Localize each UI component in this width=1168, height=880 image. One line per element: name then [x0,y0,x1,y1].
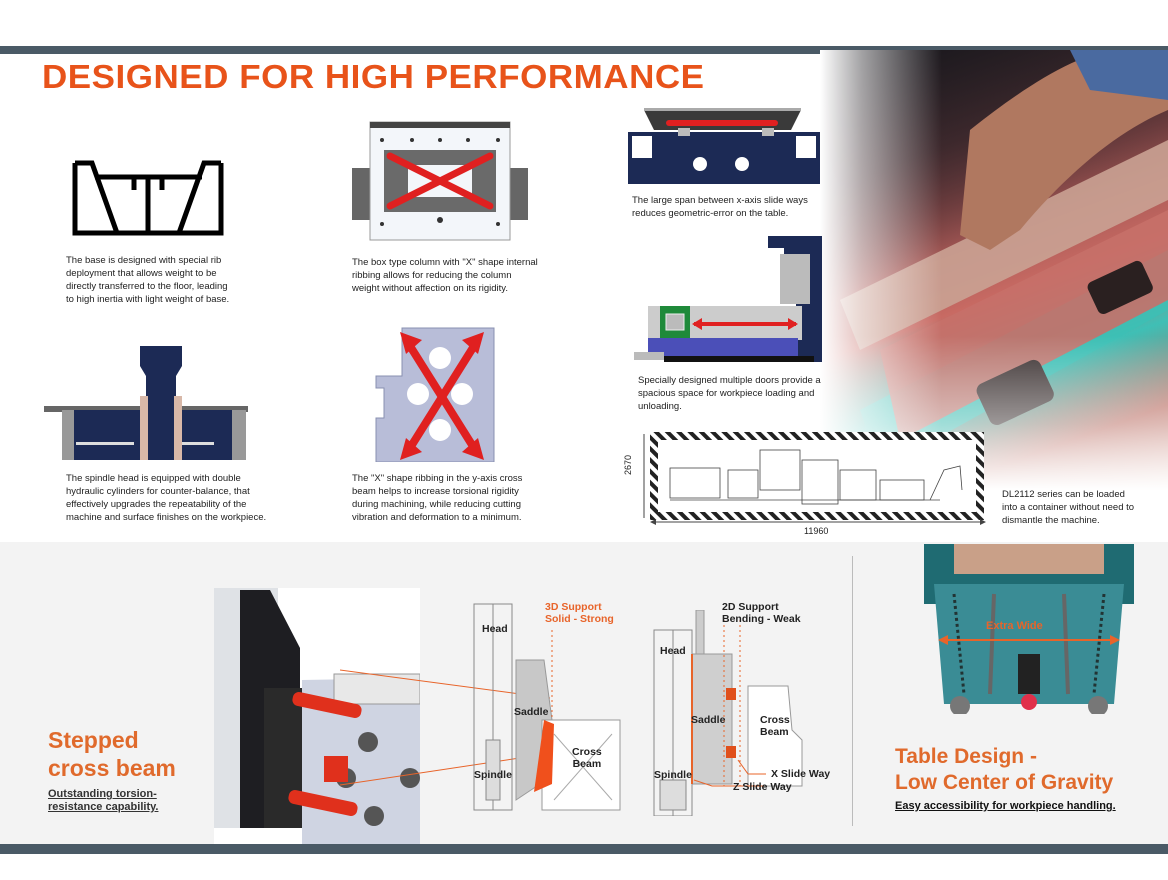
3d-spindle-label: Spindle [474,769,512,781]
title-line: cross beam [48,755,176,781]
label-line: Solid - Strong [545,613,614,625]
caption-line: effectively upgrades the repeatability o… [66,499,247,510]
3d-head-label: Head [482,623,508,635]
label-line: Beam [572,758,602,770]
caption-line: unloading. [638,401,682,412]
caption-line: beam helps to increase torsional rigidit… [352,486,519,497]
2d-cross-beam-label: Cross Beam [760,714,790,738]
label-line: Bending - Weak [722,613,801,625]
caption-line: to high inertia with light weight of bas… [66,294,230,305]
caption-line: directly transferred to the floor, leadi… [66,281,228,292]
label-line: Cross [760,714,790,726]
caption-line: weight without affection on its rigidity… [352,283,508,294]
caption-line: The "X" shape ribbing in the y-axis cros… [352,473,523,484]
bottom-border-bar [0,844,1168,854]
base-rib-diagram [72,160,224,236]
box-column-caption: The box type column with "X" shape inter… [352,256,572,295]
label-line: Beam [760,726,789,738]
extra-wide-label: Extra Wide [986,620,1043,632]
caption-line: The box type column with "X" shape inter… [352,257,538,268]
base-caption: The base is designed with special rib de… [66,254,296,306]
label-line: 2D Support [722,601,779,613]
stepped-beam-subtitle: Outstanding torsion- resistance capabili… [48,788,158,814]
3d-support-diagram [473,603,621,811]
container-diagram [643,432,984,520]
2d-saddle-label: Saddle [691,714,726,726]
container-caption: DL2112 series can be loaded into a conta… [1002,488,1162,527]
3d-saddle-label: Saddle [514,706,549,718]
table-design-subtitle: Easy accessibility for workpiece handlin… [895,800,1116,812]
y-axis-beam-caption: The "X" shape ribbing in the y-axis cros… [352,472,582,524]
section-divider [852,556,853,826]
x-axis-span-diagram [628,108,820,184]
subtitle-line: resistance capability. [48,801,159,813]
caption-line: deployment that allows weight to be [66,268,217,279]
top-border-bar [0,46,1168,54]
3d-support-label: 3D Support Solid - Strong [545,601,614,625]
y-axis-beam-diagram [375,327,495,462]
caption-line: spacious space for workpiece loading and [638,388,815,399]
container-height-label: 2670 [623,454,634,476]
2d-spindle-label: Spindle [654,769,692,781]
title-line: Table Design - [895,745,1037,768]
caption-line: hydraulic cylinders for counter-balance,… [66,486,250,497]
caption-line: The large span between x-axis slide ways [632,195,808,206]
2d-head-label: Head [660,645,686,657]
label-line: Cross [572,746,602,758]
caption-line: The spindle head is equipped with double [66,473,241,484]
spindle-head-diagram [44,346,248,460]
caption-line: reduces geometric-error on the table. [632,208,789,219]
table-design-title: Table Design - Low Center of Gravity [895,744,1113,796]
photo-fade-overlay [820,50,1168,490]
label-line: 3D Support [545,601,602,613]
caption-line: The base is designed with special rib [66,255,222,266]
x-slide-way-label: X Slide Way [771,768,831,780]
table-design-photo [924,544,1134,714]
caption-line: Specially designed multiple doors provid… [638,375,821,386]
stepped-beam-title: Stepped cross beam [48,726,176,782]
2d-support-diagram [653,610,803,816]
title-line: Stepped [48,727,139,753]
subtitle-line: Outstanding torsion- [48,788,157,800]
3d-cross-beam-label: Cross Beam [572,746,602,770]
caption-line: into a container without need to [1002,502,1135,513]
doors-caption: Specially designed multiple doors provid… [638,374,858,413]
caption-line: DL2112 series can be loaded [1002,489,1125,500]
title-line: Low Center of Gravity [895,771,1114,794]
container-width-arrow [650,519,986,525]
caption-line: dismantle the machine. [1002,515,1100,526]
x-axis-caption: The large span between x-axis slide ways… [632,194,832,220]
spindle-head-caption: The spindle head is equipped with double… [66,472,306,524]
container-width-label: 11960 [804,526,829,536]
caption-line: during machining, while reducing cutting [352,499,521,510]
caption-line: vibration and deformation to a minimum. [352,512,522,523]
page-title: DESIGNED FOR HIGH PERFORMANCE [42,58,705,95]
z-slide-way-label: Z Slide Way [733,781,792,793]
caption-line: ribbing allows for reducing the column [352,270,512,281]
2d-support-label: 2D Support Bending - Weak [722,601,801,625]
caption-line: machine and surface finishes on the work… [66,512,267,523]
connector-lines [340,669,551,786]
doors-diagram [634,236,822,362]
box-column-diagram [352,121,528,241]
